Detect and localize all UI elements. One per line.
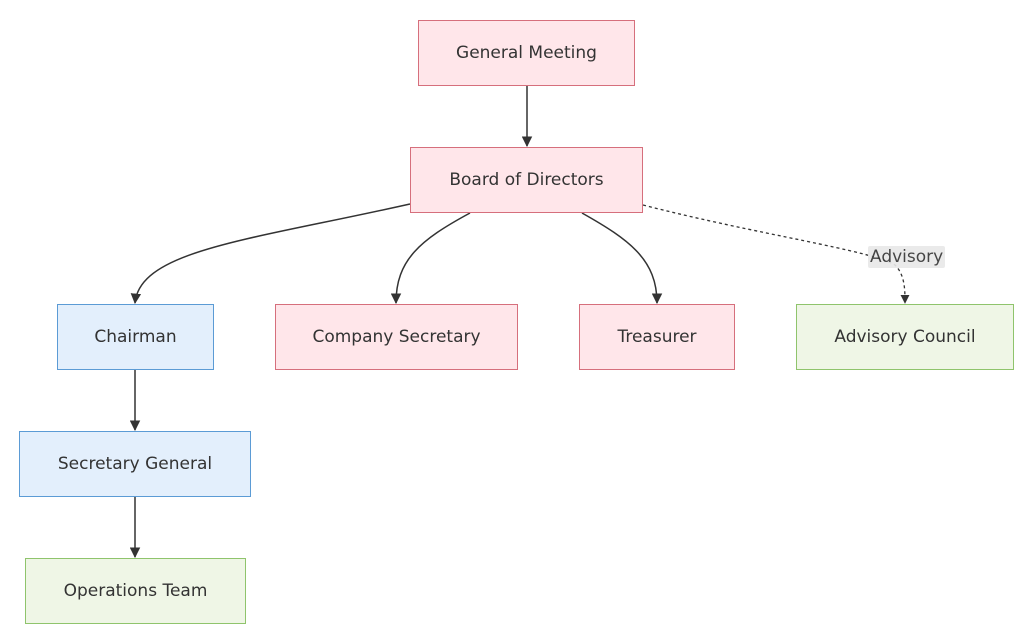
node-general-meeting[interactable]: General Meeting <box>418 20 635 86</box>
edge-board-treasurer <box>581 212 663 305</box>
edge-board-chairman <box>130 203 411 305</box>
node-chairman[interactable]: Chairman <box>57 304 214 370</box>
node-company-secretary[interactable]: Company Secretary <box>275 304 518 370</box>
node-operations-team[interactable]: Operations Team <box>25 558 246 624</box>
edge-label-advisory: Advisory <box>868 246 946 268</box>
node-treasurer[interactable]: Treasurer <box>579 304 735 370</box>
edge-board-advisory <box>642 204 910 304</box>
node-secretary-general[interactable]: Secretary General <box>19 431 251 497</box>
node-board-of-directors[interactable]: Board of Directors <box>410 147 643 213</box>
node-advisory-council[interactable]: Advisory Council <box>796 304 1014 370</box>
edge-board-company-secretary <box>390 212 471 305</box>
